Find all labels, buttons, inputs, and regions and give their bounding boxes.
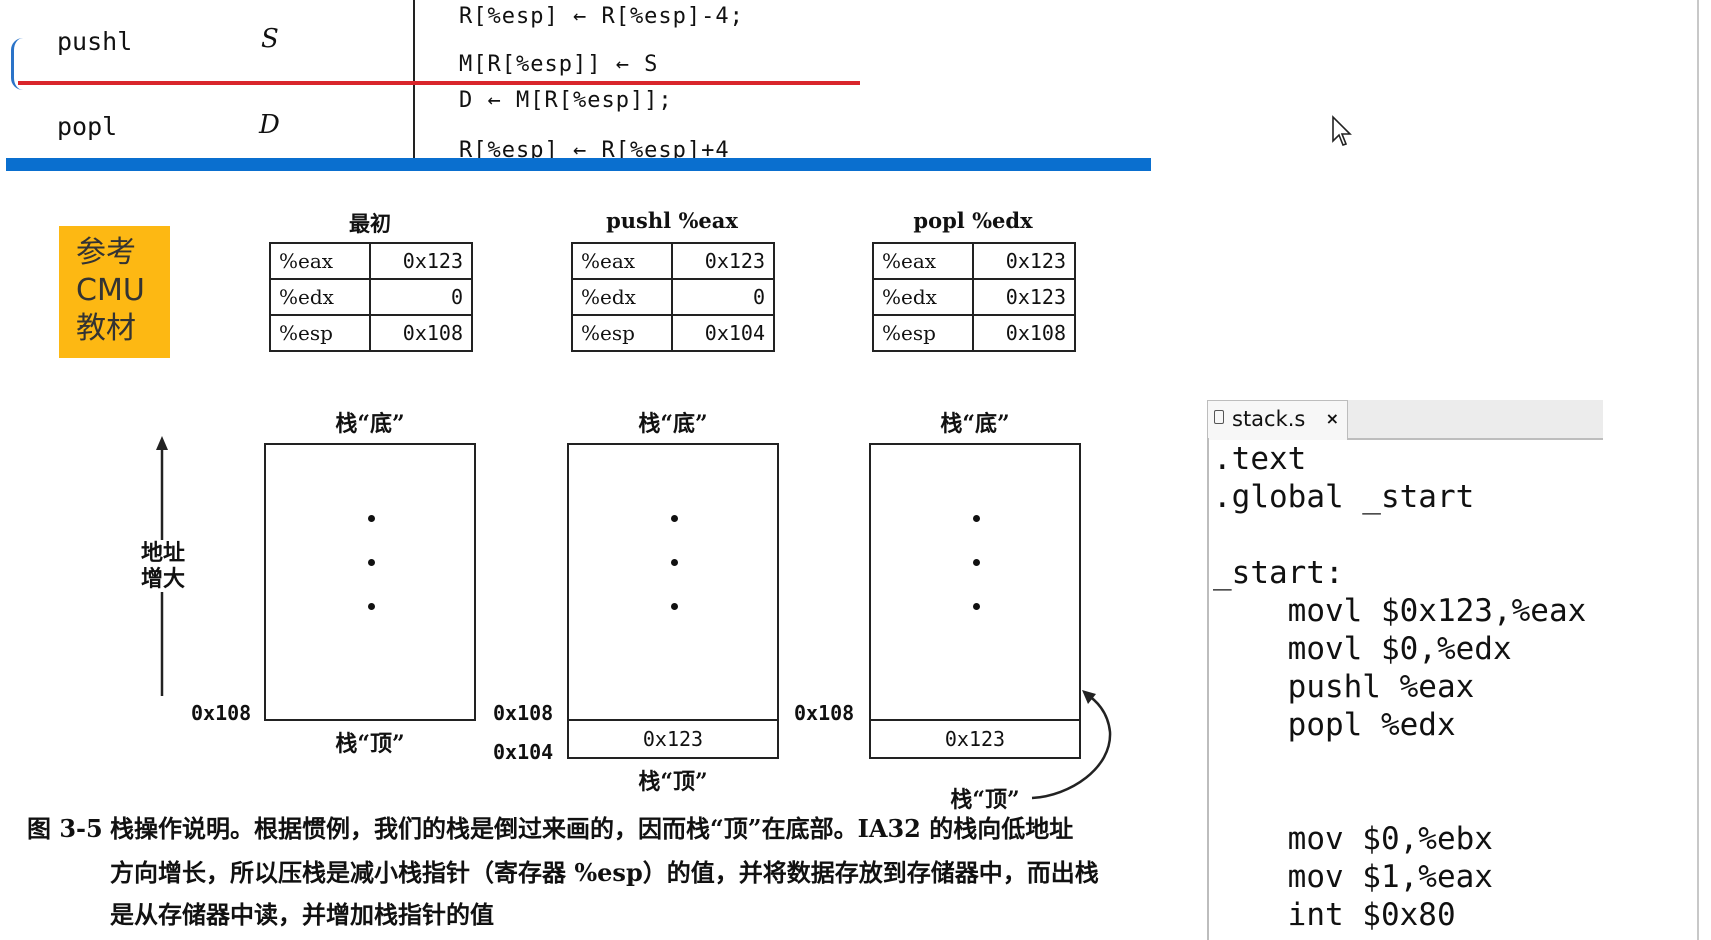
axis-label-line-1: 地址 [140, 540, 185, 566]
caption-line-1: 栈操作说明。根据惯例，我们的栈是倒过来画的，因而栈“顶”在底部。IA32 的栈向… [110, 814, 1074, 843]
code-content[interactable]: .text .global _start _start: movl $0x123… [1213, 441, 1587, 933]
tab-stack-s[interactable]: stack.s × [1207, 400, 1348, 440]
note-line-1: 参考 [76, 235, 136, 270]
tab-label: stack.s [1232, 407, 1306, 431]
editor-tab-bar: stack.s × [1207, 400, 1603, 440]
ellipsis-dot [368, 559, 375, 566]
stack3-bottom-label: 栈“底” [940, 411, 1010, 437]
stack3-frame [869, 443, 1081, 721]
reference-note: 参考 CMU 教材 [59, 226, 170, 358]
reg-value: 0 [369, 278, 473, 316]
address-axis-label: 地址 增大 [133, 540, 193, 592]
stack2-addr-108: 0x108 [493, 701, 554, 725]
instr-popl-operand: D [259, 110, 280, 140]
figure-number: 图 3-5 [27, 814, 103, 843]
instr-pushl-rtl-1: R[%esp] ← R[%esp]-4; [459, 4, 744, 29]
reg-title-initial: 最初 [349, 211, 391, 236]
stack1-addr-108: 0x108 [191, 701, 252, 725]
stack1-top-label: 栈“顶” [335, 731, 405, 757]
editor-left-border [1207, 438, 1209, 940]
reg-value: 0x123 [972, 242, 1076, 280]
reg-name: %edx [571, 278, 673, 316]
ellipsis-dot [368, 603, 375, 610]
reg-name: %eax [571, 242, 673, 280]
reg-name: %edx [269, 278, 371, 316]
reg-value: 0x104 [671, 314, 775, 352]
note-line-2: CMU [76, 273, 145, 308]
axis-label-line-2: 增大 [140, 566, 185, 592]
stack2-top-label: 栈“顶” [638, 769, 708, 795]
mouse-cursor-icon [1332, 115, 1352, 146]
instr-popl-op: popl [57, 112, 118, 141]
ellipsis-dot [973, 603, 980, 610]
ellipsis-dot [671, 515, 678, 522]
caption-line-3: 是从存储器中读，并增加栈指针的值 [110, 900, 494, 929]
reg-title-pushl: pushl %eax [606, 208, 738, 233]
reg-value: 0x123 [369, 242, 473, 280]
stack2-bottom-label: 栈“底” [638, 411, 708, 437]
ellipsis-dot [671, 603, 678, 610]
reg-name: %eax [269, 242, 371, 280]
reg-value: 0x123 [671, 242, 775, 280]
reg-name: %eax [872, 242, 974, 280]
stack2-cell-0x123: 0x123 [567, 719, 779, 759]
instruction-table: pushl S R[%esp] ← R[%esp]-4; M[R[%esp]] … [6, 0, 860, 168]
reg-name: %edx [872, 278, 974, 316]
stack3-top-label: 栈“顶” [950, 787, 1020, 813]
file-icon [1214, 410, 1224, 424]
reg-value: 0x123 [972, 278, 1076, 316]
blue-slide-bar [6, 158, 1151, 171]
caption-line-2: 方向增长，所以压栈是减小栈指针（寄存器 %esp）的值，并将数据存放到存储器中，… [110, 858, 1099, 887]
tab-close-icon[interactable]: × [1325, 409, 1339, 428]
ellipsis-dot [973, 559, 980, 566]
instr-popl-rtl-1: D ← M[R[%esp]]; [459, 88, 673, 113]
stack2-addr-104: 0x104 [493, 740, 554, 764]
note-line-3: 教材 [76, 311, 136, 346]
stack1-frame [264, 443, 476, 721]
reg-value: 0 [671, 278, 775, 316]
stack1-bottom-label: 栈“底” [335, 411, 405, 437]
code-editor[interactable]: stack.s × .text .global _start _start: m… [1207, 400, 1711, 940]
reg-name: %esp [269, 314, 371, 352]
reg-title-popl: popl %edx [913, 208, 1033, 233]
reg-name: %esp [872, 314, 974, 352]
stack3-addr-108: 0x108 [794, 701, 855, 725]
window-right-edge [1697, 0, 1699, 940]
reg-value: 0x108 [369, 314, 473, 352]
left-bracket-decoration [11, 38, 24, 90]
instr-pushl-operand: S [261, 24, 279, 54]
curved-pointer-arrow-icon [1031, 690, 1112, 800]
instr-pushl-op: pushl [57, 27, 133, 56]
reg-value: 0x108 [972, 314, 1076, 352]
stack3-cell-0x123: 0x123 [869, 719, 1081, 759]
red-underline [18, 81, 860, 85]
reg-name: %esp [571, 314, 673, 352]
ellipsis-dot [671, 559, 678, 566]
ellipsis-dot [368, 515, 375, 522]
instr-pushl-rtl-2: M[R[%esp]] ← S [459, 52, 659, 77]
ellipsis-dot [973, 515, 980, 522]
stack2-frame [567, 443, 779, 721]
